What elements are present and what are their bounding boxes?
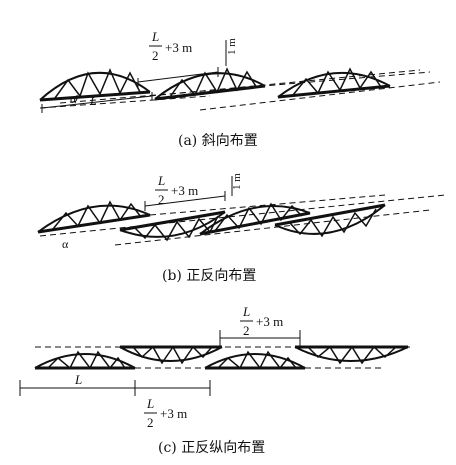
label-plus3m-c-upper: +3 m — [256, 314, 283, 329]
truss-c3 — [204, 350, 306, 370]
label-two-c-upper: 2 — [243, 323, 250, 338]
guide-line — [114, 209, 431, 246]
truss-b4 — [274, 203, 386, 238]
label-plus3m-c-lower: +3 m — [160, 406, 187, 421]
label-L-span: L — [89, 94, 97, 108]
caption-a: (a) 斜向布置 — [178, 133, 258, 149]
dim-line-L — [41, 95, 153, 109]
panel-a-diagonal-layout — [39, 40, 441, 113]
truss-c4 — [294, 345, 409, 365]
label-two: 2 — [152, 48, 159, 63]
truss-a2 — [154, 67, 266, 101]
label-L-c: L — [74, 372, 82, 387]
guide-line — [149, 69, 421, 97]
panel-a-labels: L 2 +3 m 1 m α L — [70, 29, 238, 108]
label-alpha-b: α — [62, 237, 69, 251]
label-two-b: 2 — [158, 192, 165, 207]
label-two-c-lower: 2 — [147, 415, 154, 430]
label-1m: 1 m — [226, 38, 238, 55]
guide-line — [199, 81, 441, 111]
panel-b-reverse-layout — [37, 176, 446, 246]
truss-b1 — [37, 200, 151, 234]
label-plus3m-b: +3 m — [171, 183, 198, 198]
truss-b2 — [119, 210, 226, 242]
panel-c-longitudinal-layout — [19, 330, 410, 396]
label-L-c-lower: L — [146, 396, 154, 411]
truss-c2 — [119, 345, 223, 365]
guide-line — [39, 95, 211, 109]
label-1m-b: 1 m — [231, 173, 243, 190]
panel-b-labels: L 2 +3 m 1 m α — [62, 173, 243, 251]
label-alpha: α — [70, 92, 77, 106]
label-L-b: L — [157, 173, 165, 188]
caption-c: (c) 正反纵向布置 — [158, 440, 266, 456]
guide-line — [39, 194, 446, 237]
dim-line-half-L-b — [144, 195, 226, 207]
truss-a3 — [277, 67, 391, 99]
label-plus3m: +3 m — [165, 40, 192, 55]
truss-c1 — [34, 350, 136, 370]
label-L: L — [151, 29, 159, 44]
caption-b: (b) 正反向布置 — [162, 268, 257, 284]
label-L-c-upper: L — [242, 304, 250, 319]
panel-c-labels: L 2 +3 m L L 2 +3 m — [74, 304, 283, 430]
dim-line-half-L — [137, 71, 219, 83]
truss-b3 — [199, 202, 311, 236]
